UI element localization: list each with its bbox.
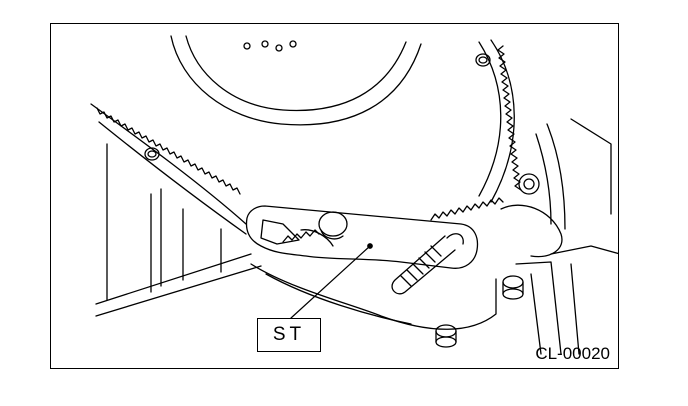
figure-id: CL-00020 [535, 344, 610, 363]
flywheel-ring [90, 39, 522, 235]
gear-teeth-left [96, 107, 241, 195]
cover-plate [250, 263, 497, 348]
engine-housing-left [95, 143, 262, 317]
special-tool [245, 205, 479, 295]
callout-label-box: ST [257, 318, 321, 352]
flywheel-illustration [90, 35, 618, 355]
callout-leader [290, 245, 371, 319]
illustration-frame: ST CL-00020 [50, 23, 619, 369]
gear-teeth-right [497, 45, 522, 191]
gear-teeth-lower [430, 197, 504, 221]
callout-label: ST [272, 324, 306, 345]
engine-housing-right [500, 118, 618, 355]
hub-circles [170, 35, 422, 126]
flywheel-bolts [144, 53, 491, 161]
